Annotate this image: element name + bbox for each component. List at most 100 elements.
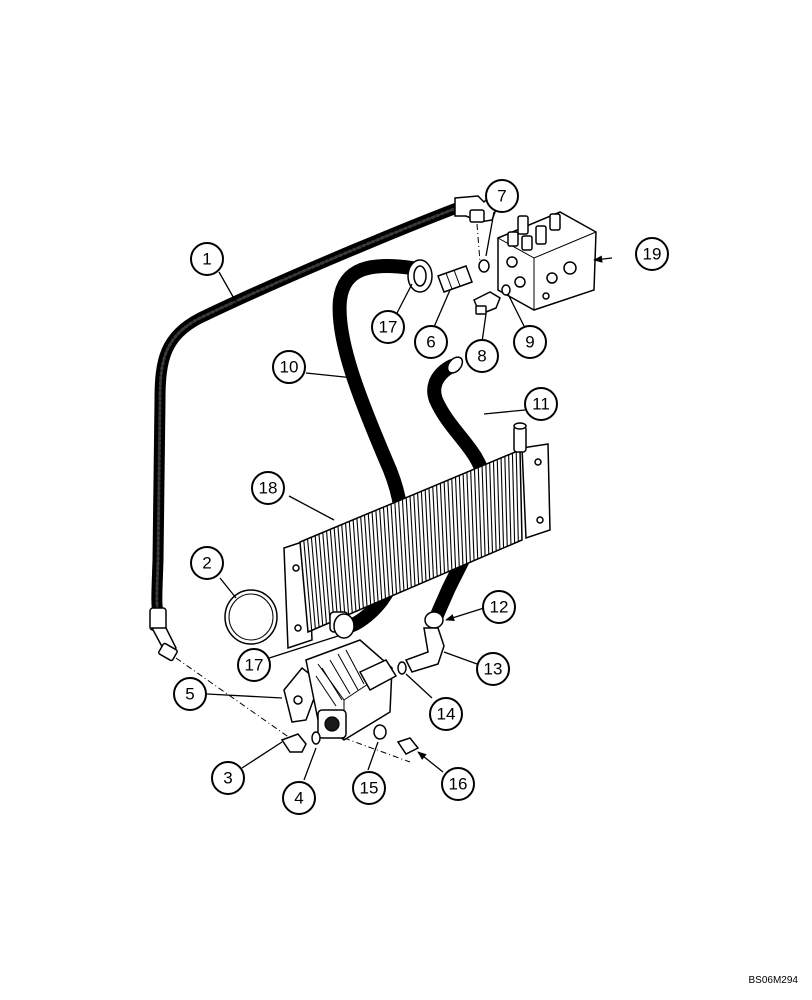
cooler-fin bbox=[470, 470, 475, 561]
svg-text:9: 9 bbox=[525, 333, 534, 352]
elbow-fitting-13 bbox=[404, 627, 445, 673]
callout-4: 4 bbox=[282, 781, 316, 815]
svg-text:16: 16 bbox=[449, 775, 468, 794]
callout-3: 3 bbox=[211, 761, 245, 795]
callout-5: 5 bbox=[173, 677, 207, 711]
cooler-fin bbox=[447, 480, 453, 571]
motor-5 bbox=[283, 639, 398, 741]
callout-17-top: 17 bbox=[371, 310, 405, 344]
svg-text:7: 7 bbox=[497, 187, 506, 206]
leader-lines bbox=[206, 211, 613, 781]
svg-text:13: 13 bbox=[484, 660, 503, 679]
elbow-fitting-8 bbox=[473, 291, 501, 315]
cooler-fin bbox=[409, 495, 416, 587]
svg-text:15: 15 bbox=[360, 779, 379, 798]
cooler-fin bbox=[508, 454, 512, 545]
cooler-fin bbox=[344, 522, 353, 614]
callout-17-bottom: 17 bbox=[237, 648, 271, 682]
cooler-fin bbox=[371, 511, 379, 602]
cooler-fin bbox=[515, 451, 519, 542]
fitting-6 bbox=[437, 265, 473, 293]
cooler-fin bbox=[424, 489, 431, 580]
cooler-fin bbox=[473, 469, 479, 560]
svg-text:2: 2 bbox=[202, 554, 211, 573]
svg-text:19: 19 bbox=[643, 245, 662, 264]
svg-text:5: 5 bbox=[185, 685, 194, 704]
elbow-fitting-3 bbox=[280, 733, 307, 753]
cooler-fin bbox=[496, 459, 501, 550]
hose-1 bbox=[149, 195, 499, 662]
cooler-fin bbox=[466, 472, 471, 563]
cooler-fin bbox=[401, 499, 409, 590]
cooler-fin bbox=[348, 521, 357, 612]
callout-19: 19 bbox=[635, 237, 669, 271]
cooler-fin bbox=[485, 464, 490, 555]
cooler-fin bbox=[436, 484, 442, 575]
cooler-fin bbox=[500, 457, 505, 548]
cooler-fin bbox=[481, 465, 486, 556]
svg-text:1: 1 bbox=[202, 250, 211, 269]
o-ring-4 bbox=[311, 731, 321, 745]
cooler-fin bbox=[492, 461, 497, 552]
callout-18: 18 bbox=[251, 471, 285, 505]
cooler-fin bbox=[439, 483, 446, 574]
svg-text:18: 18 bbox=[259, 479, 278, 498]
cooler-fin bbox=[326, 530, 335, 621]
svg-text:3: 3 bbox=[223, 769, 232, 788]
callout-15: 15 bbox=[352, 771, 386, 805]
svg-text:8: 8 bbox=[477, 347, 486, 366]
cooler-fin bbox=[454, 476, 460, 567]
cooler-fin bbox=[337, 526, 346, 617]
svg-text:14: 14 bbox=[437, 705, 456, 724]
cooler-fin bbox=[318, 534, 327, 625]
o-ring-9 bbox=[501, 284, 511, 296]
svg-text:12: 12 bbox=[490, 598, 509, 617]
cooler-fin bbox=[307, 538, 316, 629]
cooler-fin bbox=[398, 500, 405, 591]
callout-8: 8 bbox=[465, 339, 499, 373]
o-ring-2 bbox=[224, 589, 278, 645]
cooler-fin bbox=[356, 518, 364, 609]
callout-11: 11 bbox=[524, 387, 558, 421]
cooler-fin bbox=[458, 475, 464, 566]
cooler-fin bbox=[428, 488, 434, 579]
svg-text:11: 11 bbox=[532, 395, 550, 414]
callout-2: 2 bbox=[190, 546, 224, 580]
callout-9: 9 bbox=[513, 325, 547, 359]
cooler-fin bbox=[504, 456, 508, 547]
callout-13: 13 bbox=[476, 652, 510, 686]
svg-text:4: 4 bbox=[294, 789, 303, 808]
cooler-fin bbox=[360, 516, 368, 607]
cooler-fin bbox=[329, 529, 339, 620]
cooler-fin bbox=[417, 492, 423, 583]
cooler-fin bbox=[511, 453, 516, 544]
callout-7: 7 bbox=[485, 179, 519, 213]
valve-block-19 bbox=[497, 211, 597, 311]
cooler-fin bbox=[367, 513, 375, 604]
hose-clamp-17-bottom bbox=[333, 613, 355, 639]
svg-text:17: 17 bbox=[245, 656, 264, 675]
cooler-fin bbox=[379, 508, 387, 599]
callout-1: 1 bbox=[190, 242, 224, 276]
o-ring-14 bbox=[397, 661, 407, 675]
washer-15 bbox=[373, 724, 387, 740]
cooler-fin bbox=[390, 503, 398, 594]
o-ring-7 bbox=[478, 259, 490, 273]
plug-16 bbox=[396, 737, 420, 755]
cooler-fin bbox=[333, 527, 342, 618]
hose-clamp-17-top bbox=[407, 259, 433, 293]
cooler-fin bbox=[443, 481, 449, 572]
svg-text:6: 6 bbox=[426, 333, 435, 352]
callout-12: 12 bbox=[482, 590, 516, 624]
oil-cooler-18 bbox=[283, 422, 551, 650]
callout-14: 14 bbox=[429, 697, 463, 731]
cooler-fin bbox=[341, 524, 350, 615]
cooler-fins bbox=[303, 451, 519, 631]
cooler-fin bbox=[314, 535, 324, 626]
cooler-fin bbox=[303, 540, 313, 631]
cooler-fin bbox=[375, 510, 383, 601]
cooler-fin bbox=[386, 505, 394, 596]
svg-text:10: 10 bbox=[280, 358, 299, 377]
callout-16: 16 bbox=[441, 767, 475, 801]
